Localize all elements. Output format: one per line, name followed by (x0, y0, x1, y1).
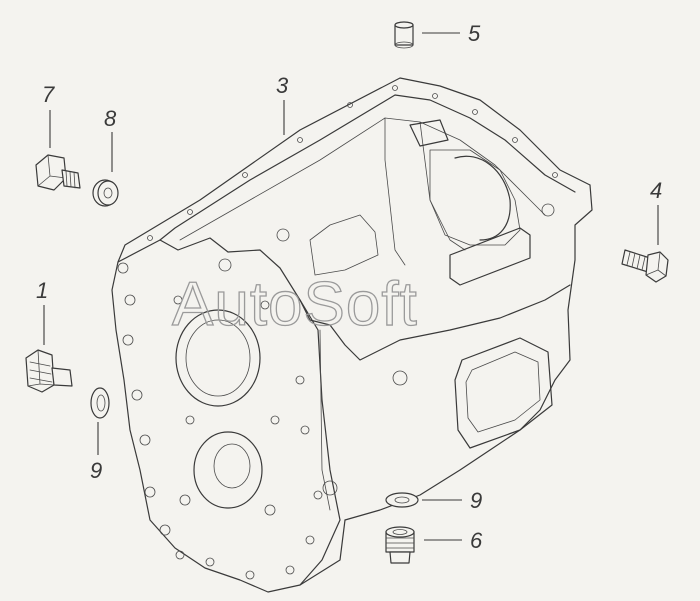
callout-4: 4 (650, 178, 662, 203)
lower-bearing-bore (193, 431, 263, 509)
housing-front-plate (111, 237, 341, 593)
top-boss (409, 119, 449, 147)
part-5-dowel-pin (394, 21, 414, 49)
bolt-holes (117, 203, 555, 580)
housing-top-rim-outer (117, 77, 591, 263)
housing-top-rim-inner (159, 94, 576, 241)
gearbox-housing (111, 77, 593, 593)
housing-front-corner (299, 284, 571, 361)
part-9-washer-bottom (385, 492, 419, 508)
callout-8: 8 (104, 106, 117, 131)
part-4-bolt (621, 249, 669, 283)
part-6-plug (385, 526, 415, 564)
leader-lines (43, 32, 659, 541)
callout-6: 6 (470, 528, 483, 553)
callout-9-bottom: 9 (470, 488, 482, 513)
part-9-washer-left (90, 387, 110, 419)
callout-1: 1 (36, 278, 48, 303)
flange-studs (147, 85, 558, 241)
callout-numbers: 5 7 8 3 4 1 9 9 6 (36, 21, 662, 553)
watermark: AutoSoft (172, 270, 418, 339)
part-7-plug-bolt (35, 154, 81, 191)
callout-3: 3 (276, 73, 289, 98)
housing-right-wall (344, 184, 593, 521)
rear-bearing-bore (454, 155, 511, 241)
callout-5: 5 (468, 21, 481, 46)
part-8-washer (92, 179, 119, 207)
inspection-flange (454, 337, 553, 449)
callout-9-left: 9 (90, 458, 102, 483)
housing-bottom-edge (299, 519, 346, 586)
housing-top-opening (179, 117, 546, 241)
side-cover-plate (449, 227, 531, 286)
housing-inner-wall (309, 117, 466, 276)
upper-bearing-bore (175, 309, 261, 407)
callout-7: 7 (42, 82, 55, 107)
part-1-drain-plug (25, 349, 73, 393)
